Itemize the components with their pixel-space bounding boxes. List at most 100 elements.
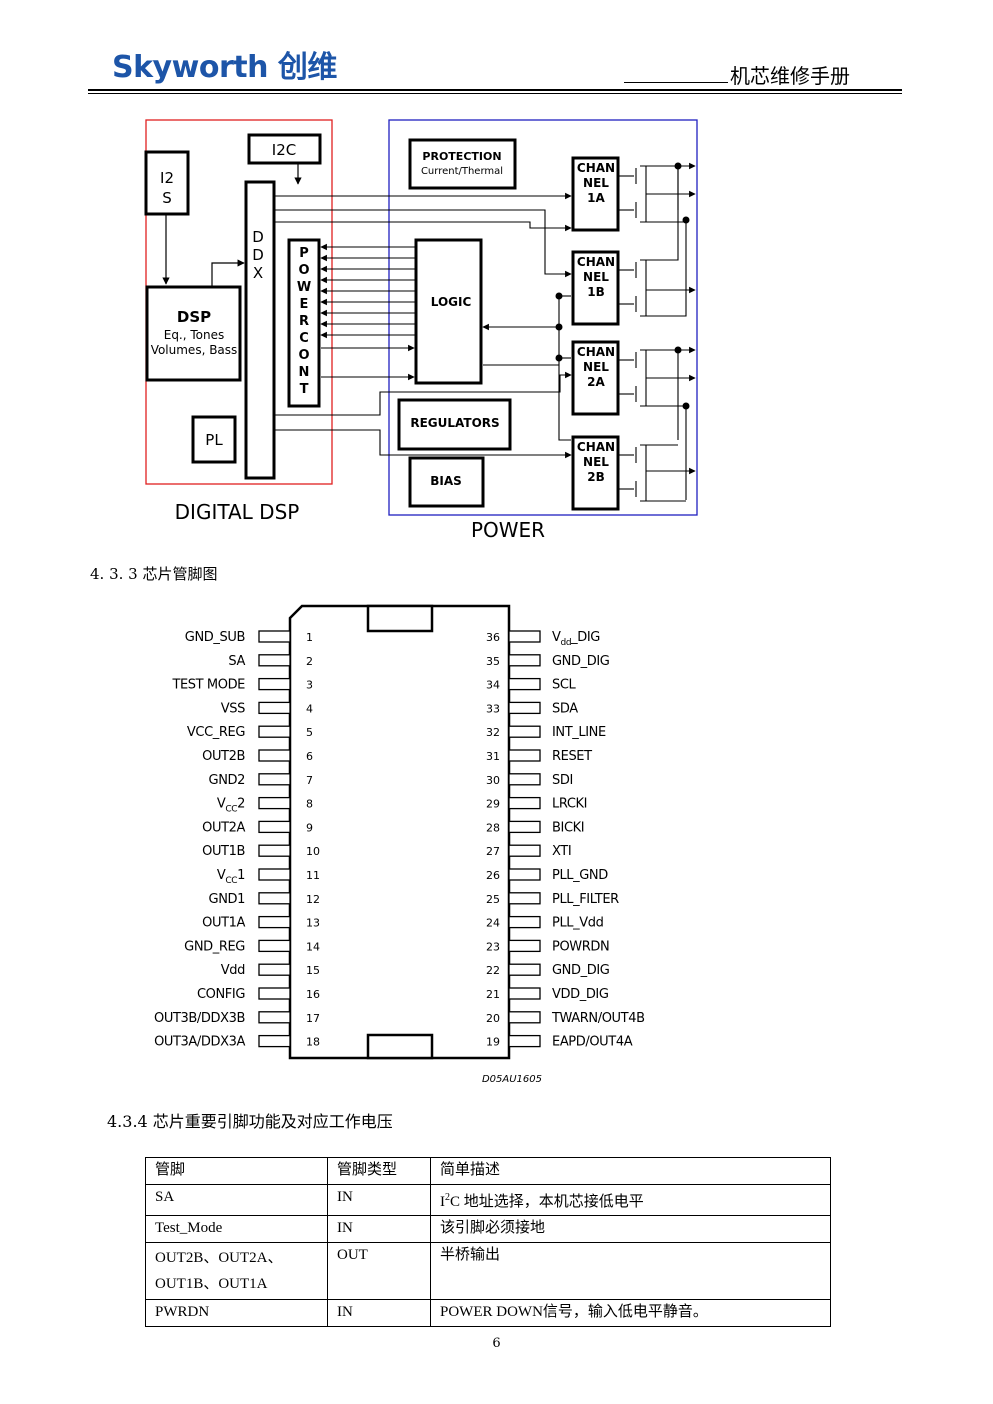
section-433-heading: 4. 3. 3 芯片管脚图 (90, 565, 218, 583)
pin-lead (258, 725, 291, 738)
pin-name: VCC1 (217, 868, 245, 886)
pin-name: XTI (552, 844, 571, 859)
pin-number: 29 (486, 798, 500, 811)
pin-number: 18 (306, 1036, 320, 1049)
pin-lead (258, 773, 291, 786)
pin: 9 OUT2A (202, 820, 313, 835)
pin-name: LRCKI (552, 797, 587, 812)
powercont-letter: P (299, 246, 309, 261)
pin-lead (508, 796, 541, 810)
pin-name: VCC_REG (187, 725, 245, 740)
powercont-letter: N (299, 365, 310, 380)
channel-label: CHAN (577, 161, 615, 175)
pin-lead (508, 844, 541, 857)
pin-lead (258, 1034, 291, 1048)
output-stage-2b (618, 444, 696, 502)
pin-lead (508, 1011, 541, 1024)
pin-name: VCC2 (217, 797, 245, 815)
pin-name: SDA (552, 701, 578, 716)
pin-name: OUT2B (202, 749, 245, 764)
pin-number: 13 (306, 917, 320, 930)
page-number: 6 (492, 1336, 501, 1351)
protection-line: PROTECTION (422, 150, 501, 163)
pin-number: 30 (486, 774, 500, 787)
table-row: OUT2B、OUT2A、OUT1B、OUT1A OUT 半桥输出 (145, 1242, 831, 1300)
pin-lead (258, 677, 291, 691)
pin-name: PLL_FILTER (552, 892, 619, 907)
pin: 8 VCC2 (217, 797, 313, 815)
pin-name: OUT2A (202, 820, 245, 835)
section-434-heading: 4.3.4 芯片重要引脚功能及对应工作电压 (107, 1112, 393, 1131)
pin-name: GND_DIG (552, 654, 609, 669)
pin-number: 28 (486, 821, 500, 834)
pin-number: 17 (306, 1012, 320, 1025)
channel-2a: CHAN NEL 2A (571, 340, 620, 416)
pin-number: 22 (486, 964, 500, 977)
pin-lead (508, 654, 541, 667)
pin-lead (508, 868, 541, 881)
pin-name: BICKI (552, 820, 584, 835)
pin-number: 32 (486, 726, 500, 739)
pin-number: 20 (486, 1012, 500, 1025)
pin-number: 34 (486, 679, 500, 692)
pin-lead (258, 701, 291, 715)
powercont-letter: C (299, 331, 309, 346)
pin-lead (258, 630, 291, 643)
pin-lead (508, 963, 541, 976)
desc-prefix: I (440, 1194, 445, 1210)
pin: 13 OUT1A (202, 916, 320, 931)
pin-lead (258, 796, 291, 810)
pin: 2SA (228, 654, 313, 669)
header-underline (624, 82, 728, 83)
pin: 29 LRCKI (486, 797, 587, 812)
pin-lead (258, 844, 291, 857)
header-rule (88, 89, 902, 91)
pin-name: SDI (552, 773, 573, 788)
pin-lead (508, 725, 541, 738)
channel-label: 1A (587, 191, 605, 205)
digital-dsp-label: DIGITAL DSP (175, 500, 300, 524)
pin-lead (508, 915, 541, 929)
pin-number: 2 (306, 655, 313, 668)
powercont-letters: P O W E R C O N T (297, 246, 311, 397)
output-stage-1a (618, 162, 696, 223)
table-cell-pin: Test_Mode (145, 1215, 328, 1243)
powercont-letter: W (297, 280, 311, 295)
pin-number: 8 (306, 798, 313, 811)
pin-lead (508, 773, 541, 786)
pin-lead (508, 939, 541, 953)
i2s-label-2: S (162, 189, 172, 207)
i2s-block (144, 150, 190, 216)
table-cell-type: OUT (327, 1242, 431, 1300)
pin-number: 14 (306, 940, 320, 953)
table-header-cell: 管脚 (145, 1157, 328, 1185)
pin-lead (258, 749, 291, 762)
pin-number: 9 (306, 821, 313, 834)
channel-label: CHAN (577, 345, 615, 359)
pin-number: 35 (486, 655, 500, 668)
pin-name: OUT1A (202, 916, 245, 931)
pin-name: PLL_Vdd (552, 916, 604, 931)
pin-name: EAPD/OUT4A (552, 1035, 633, 1050)
pin-number: 36 (486, 631, 500, 644)
powercont-letter: T (300, 382, 309, 397)
pin-name: VDD_DIG (552, 987, 609, 1002)
pin: 28 BICKI (486, 820, 585, 835)
table-cell-desc: POWER DOWN信号，输入低电平静音。 (430, 1299, 831, 1327)
dsp-line: Eq., Tones (164, 328, 225, 342)
channel-2b: CHAN NEL 2B (571, 435, 620, 511)
desc-text: C 地址选择，本机芯接低电平 (450, 1194, 644, 1210)
pin-number: 21 (486, 988, 500, 1001)
pin-number: 23 (486, 940, 500, 953)
